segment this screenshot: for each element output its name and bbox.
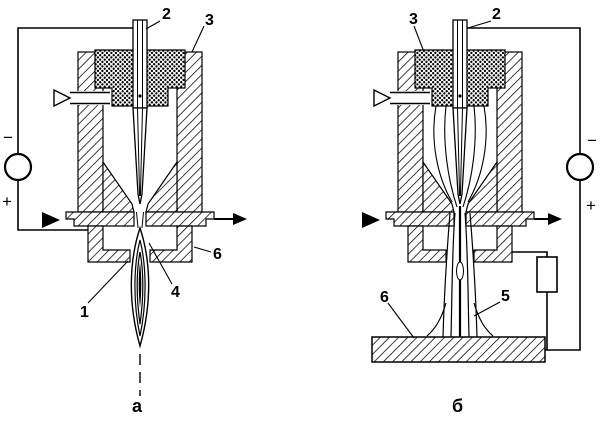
a-label-6-leader [193, 246, 212, 253]
a-electrode-tip [132, 107, 148, 205]
b-electrode-taper-left [457, 107, 461, 197]
a-label-electrode: 2 [162, 6, 171, 23]
a-label-4-leader [148, 242, 173, 285]
b-arc-bright-spot [456, 261, 464, 281]
diagram-a: − + [2, 6, 247, 416]
a-flange-right [145, 211, 215, 227]
a-flame-core [138, 262, 142, 308]
a-jet-line-right [141, 211, 144, 229]
a-label-chamber: 6 [213, 246, 222, 263]
b-plasma-jet [426, 206, 494, 338]
a-power-circuit [3, 27, 133, 231]
b-plus-label: + [586, 196, 596, 215]
b-electrode [452, 19, 468, 205]
a-torch-housing [77, 49, 203, 213]
b-caption: б [452, 396, 463, 416]
a-electrode-taper-left [137, 107, 141, 197]
a-electrode-center-mark [138, 94, 142, 98]
b-workpiece [371, 336, 546, 363]
b-electrode-center-mark [458, 94, 462, 98]
a-gas-inlet [53, 88, 110, 108]
b-minus-label: − [587, 131, 597, 150]
a-jet-line-left [136, 211, 139, 229]
a-chamber-cup-right [149, 225, 193, 263]
a-electrode-taper-right [139, 107, 143, 197]
b-gas-inlet [373, 88, 430, 108]
a-flow-in-arrow-icon [42, 212, 60, 228]
a-label-1-leader [87, 260, 129, 304]
b-flange-right [465, 211, 535, 227]
b-gas-channel-gap [397, 91, 424, 105]
b-label-3-leader [413, 25, 425, 53]
b-electrode-taper-right [459, 107, 463, 197]
b-flow-in-arrow-icon [362, 212, 380, 228]
a-flame-mid [134, 239, 146, 337]
a-callouts [87, 20, 212, 304]
a-power-source [3, 152, 33, 182]
diagram-b: − + [362, 6, 597, 416]
b-gas-inlet-arrow-icon [373, 88, 392, 108]
b-ballast-resistor [536, 256, 558, 293]
a-anode-wire [17, 180, 88, 231]
b-label-jet: 5 [501, 288, 510, 305]
b-label-5-leader [473, 301, 501, 317]
b-flow-out-arrow-icon [534, 213, 562, 225]
b-flange-left [385, 211, 455, 227]
b-power-circuit [467, 27, 595, 351]
b-cathode-wire [467, 27, 581, 154]
a-flow-out-arrow-icon [214, 213, 247, 225]
a-gas-inlet-arrow-icon [53, 88, 72, 108]
b-power-source [565, 152, 595, 182]
b-electrode-tip [452, 107, 468, 205]
b-anode-wire [545, 180, 581, 351]
a-cathode-wire [17, 27, 133, 154]
a-label-nozzle: 4 [171, 284, 180, 301]
a-flange-left [65, 211, 135, 227]
a-plus-label: + [2, 192, 12, 211]
b-chamber-cup-left [407, 225, 447, 263]
a-flame-inner [136, 251, 144, 325]
b-chamber-cup-right [473, 225, 513, 263]
a-caption: а [132, 396, 143, 416]
a-nozzle-assembly [65, 211, 215, 263]
a-chamber-cup-left [87, 225, 131, 263]
a-label-housing: 3 [205, 12, 214, 29]
b-label-2-leader [467, 20, 492, 29]
b-nozzle-assembly [385, 211, 535, 263]
b-label-workpiece: 6 [380, 289, 389, 306]
a-label-flame: 1 [80, 304, 89, 321]
b-callouts [387, 20, 501, 339]
b-label-electrode: 2 [492, 6, 501, 23]
a-label-2-leader [145, 20, 161, 30]
b-label-6-leader [387, 302, 415, 339]
a-minus-label: − [3, 128, 13, 147]
b-ballast-wire-top [512, 251, 548, 257]
a-label-3-leader [191, 25, 205, 53]
a-gas-channel-gap [77, 91, 104, 105]
b-label-housing: 3 [409, 11, 418, 28]
b-gas-swirl-lines [433, 105, 487, 208]
a-plasma-flame [130, 211, 150, 349]
a-electrode [132, 19, 148, 205]
